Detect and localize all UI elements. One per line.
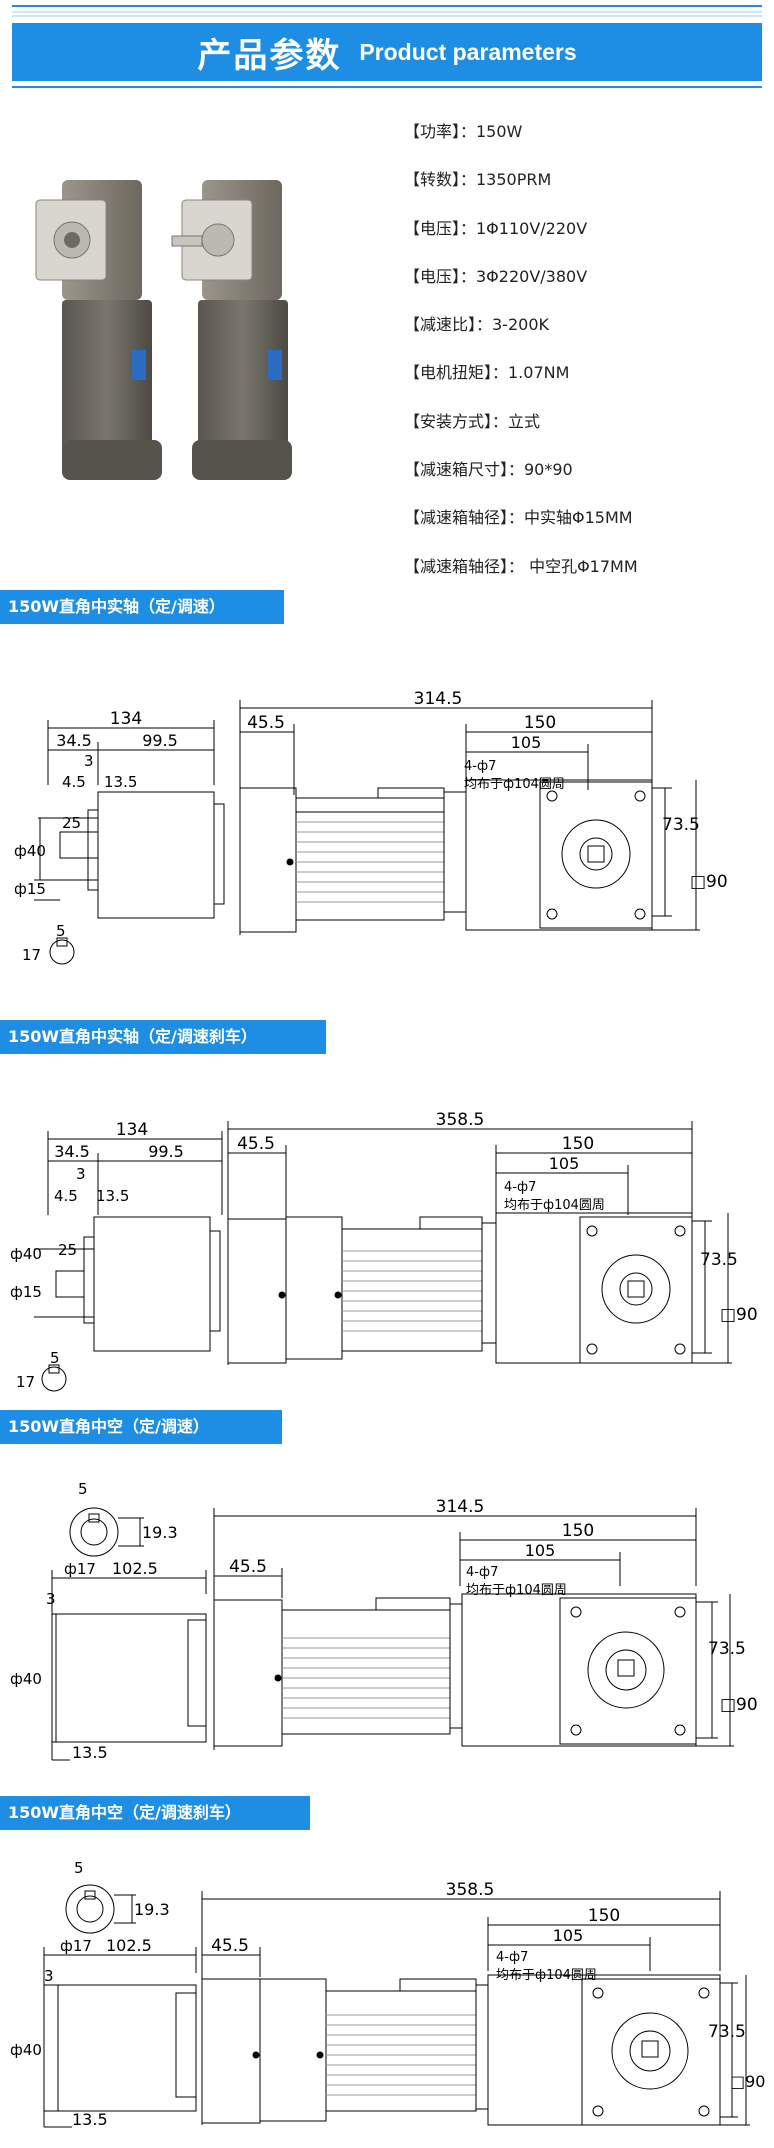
dim-5: 5	[78, 1480, 88, 1498]
dim-15: ф15	[10, 1283, 42, 1301]
dim-73-5: 73.5	[708, 2022, 746, 2042]
dim-13-5: 13.5	[72, 1743, 108, 1762]
dim-5: 5	[74, 1859, 84, 1877]
motor-solid-shaft	[35, 180, 162, 480]
drawing-solid: 134 34.5 99.5 3 4.5 13.5 ф40 25 ф15 5 17…	[0, 680, 774, 970]
dim-holes: 4-ф7	[466, 1565, 498, 1580]
dim-19-3: 19.3	[142, 1523, 178, 1542]
dim-102-5: 102.5	[112, 1559, 158, 1578]
dim-4-5: 4.5	[62, 773, 86, 791]
dim-150: 150	[588, 1906, 620, 1926]
dim-5: 5	[56, 922, 66, 940]
spec-item: 【减速箱尺寸】：90*90	[404, 460, 573, 480]
motor-hollow-shaft	[171, 180, 292, 480]
dim-pcd: 均布于ф104圆周	[466, 1583, 567, 1598]
dim-99-5: 99.5	[142, 731, 178, 750]
dim-150: 150	[524, 713, 556, 733]
dim-25: 25	[62, 814, 81, 832]
section-title-solid: 150W直角中实轴（定/调速）	[0, 590, 284, 624]
dim-102-5: 102.5	[106, 1936, 152, 1955]
dim-13-5: 13.5	[104, 773, 137, 791]
spec-item: 【功率】：150W	[404, 122, 523, 141]
dim-sq90: □90	[730, 2072, 765, 2091]
dim-17: ф17	[64, 1560, 96, 1578]
dim-40: ф40	[10, 1245, 42, 1263]
dim-total: 314.5	[414, 689, 463, 709]
title-banner: 产品参数 Product parameters	[12, 23, 762, 81]
dim-134: 134	[110, 709, 142, 729]
dim-40: ф40	[10, 1670, 42, 1688]
dim-19-3: 19.3	[134, 1900, 170, 1919]
dim-sq90: □90	[690, 872, 728, 892]
dim-holes: 4-ф7	[496, 1950, 528, 1965]
spec-item: 【减速比】：3-200K	[404, 315, 549, 335]
spec-item: 【电压】：1Φ110V/220V	[404, 218, 588, 238]
spec-item: 【转数】：1350PRM	[404, 170, 552, 190]
spec-item: 【电压】：3Φ220V/380V	[404, 266, 588, 286]
drawing-solid-brake: 134 34.5 99.5 3 4.5 13.5 ф40 25 ф15 5 17…	[0, 1105, 774, 1405]
dim-17: 17	[22, 946, 41, 964]
dim-5: 5	[50, 1349, 60, 1367]
dim-total: 314.5	[436, 1497, 485, 1517]
dim-pcd: 均布于ф104圆周	[504, 1198, 605, 1213]
spec-item: 【安装方式】：立式	[404, 411, 541, 431]
dim-150: 150	[562, 1521, 594, 1541]
dim-3: 3	[44, 1967, 54, 1985]
dim-40: ф40	[14, 842, 46, 860]
dim-73-5: 73.5	[662, 815, 700, 835]
dim-134: 134	[116, 1120, 148, 1140]
dim-45-5: 45.5	[237, 1134, 275, 1154]
dim-4-5: 4.5	[54, 1187, 78, 1205]
dim-17: ф17	[60, 1937, 92, 1955]
dim-13-5: 13.5	[96, 1187, 129, 1205]
spec-item: 【减速箱轴径】：中实轴Φ15MM	[404, 508, 633, 528]
dim-13-5: 13.5	[72, 2110, 108, 2129]
dim-45-5: 45.5	[229, 1557, 267, 1577]
dim-105: 105	[511, 733, 542, 752]
dim-total: 358.5	[436, 1110, 485, 1130]
dim-73-5: 73.5	[700, 1250, 738, 1270]
spec-item: 【减速箱轴径】： 中空孔Φ17MM	[404, 556, 638, 576]
dim-34-5: 34.5	[54, 1142, 90, 1161]
dim-15: ф15	[14, 880, 46, 898]
drawing-hollow-brake: 5 19.3 ф17 102.5 3 ф40 13.5 358.5 45.5 1…	[0, 1855, 774, 2148]
dim-105: 105	[525, 1541, 556, 1560]
dim-holes: 4-ф7	[504, 1180, 536, 1195]
title-en: Product parameters	[359, 38, 577, 65]
title-cn: 产品参数	[197, 35, 342, 76]
dim-73-5: 73.5	[708, 1639, 746, 1659]
dim-105: 105	[549, 1154, 580, 1173]
dim-25: 25	[58, 1241, 77, 1259]
spec-list: 【功率】：150W 【转数】：1350PRM 【电压】：1Φ110V/220V …	[404, 118, 638, 601]
dim-pcd: 均布于ф104圆周	[464, 777, 565, 792]
dim-45-5: 45.5	[247, 713, 285, 733]
dim-3: 3	[84, 752, 94, 770]
dim-105: 105	[553, 1926, 584, 1945]
dim-40: ф40	[10, 2041, 42, 2059]
section-title-hollow: 150W直角中空（定/调速）	[0, 1410, 282, 1444]
dim-99-5: 99.5	[148, 1142, 184, 1161]
dim-17: 17	[16, 1373, 35, 1391]
section-title-solid-brake: 150W直角中实轴（定/调速刹车）	[0, 1020, 326, 1054]
drawing-hollow: 5 19.3 ф17 102.5 3 ф40 13.5 314.5 45.5 1…	[0, 1470, 774, 1770]
dim-34-5: 34.5	[56, 731, 92, 750]
dim-3: 3	[76, 1165, 86, 1183]
spec-item: 【电机扭矩】：1.07NM	[404, 363, 570, 383]
dim-total: 358.5	[446, 1880, 495, 1900]
section-title-hollow-brake: 150W直角中空（定/调速刹车）	[0, 1796, 310, 1830]
header-lines	[12, 5, 762, 88]
dim-45-5: 45.5	[211, 1936, 249, 1956]
dim-3: 3	[46, 1590, 56, 1608]
dim-150: 150	[562, 1134, 594, 1154]
dim-sq90: □90	[720, 1695, 758, 1715]
dim-holes: 4-ф7	[464, 759, 496, 774]
dim-sq90: □90	[720, 1305, 758, 1325]
product-photo	[35, 180, 292, 480]
